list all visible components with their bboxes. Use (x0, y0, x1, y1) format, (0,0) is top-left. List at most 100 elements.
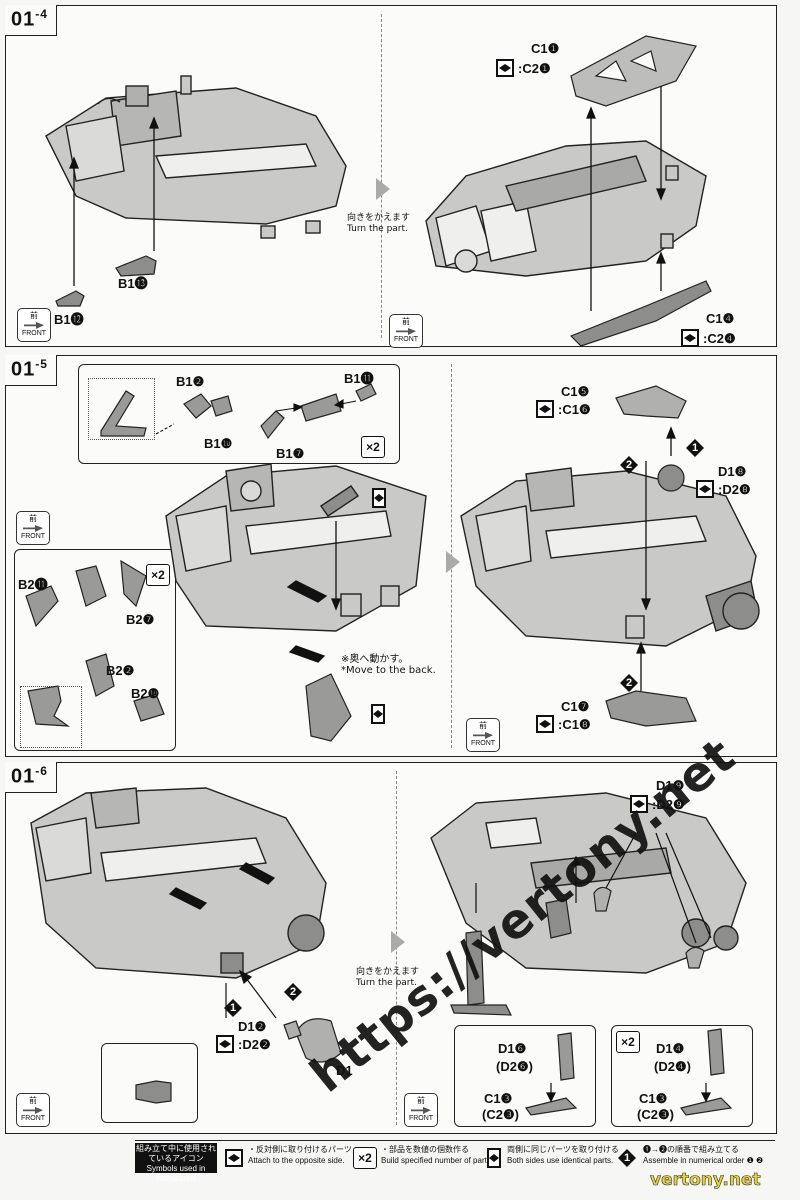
assembly-arrows-right (586, 86, 666, 311)
front-jp: 前 (30, 311, 38, 320)
step-order-1-icon: 1 (224, 999, 242, 1017)
front-jp: 前 (29, 514, 37, 523)
label-c1-5: C1❺ (561, 384, 590, 399)
step-01-5-panel: 01-5 (5, 355, 777, 757)
detail-dotbox (88, 378, 155, 440)
legend-quantity-en: Build specified number of parts. (381, 1156, 494, 1165)
part-c1-1-frame (570, 35, 697, 107)
ship-top-view-4 (30, 787, 327, 979)
mirror-part-icon (696, 480, 714, 498)
step-subnumber: 4 (40, 7, 48, 21)
label-c1-7: C1❼ (561, 699, 590, 714)
legend-quantity: ・部品を数値の個数作る Build specified number of pa… (381, 1144, 493, 1166)
label-d2-2: :D2❷ (238, 1037, 271, 1052)
part-d1-2 (283, 1018, 342, 1063)
mirror-part-icon (536, 715, 554, 733)
assembly-arrows-8 (475, 832, 712, 1103)
assembly-arrows-5 (286, 521, 341, 663)
front-jp: 前 (479, 721, 487, 730)
legend-mirror-en: Attach to the opposite side. (248, 1156, 345, 1165)
label-b1-12: B1⓬ (54, 312, 84, 327)
label-c1-1: C1❶ (531, 41, 560, 56)
ship-top-view-3 (460, 467, 760, 647)
step-order-1-icon: 1 (618, 1149, 636, 1167)
label-d1-8: D1❽ (718, 464, 747, 479)
legend-both-jp: 両側に同じパーツを取り付ける (507, 1145, 619, 1154)
front-arrow-icon (23, 1107, 43, 1114)
step-01-5-title: 01-5 (5, 355, 57, 386)
step-01-6-panel: 01-6 (5, 762, 777, 1134)
part-b1-12 (55, 290, 85, 307)
subassembly-b2-parts (25, 559, 352, 742)
label-d2-9: :D2❾ (652, 797, 685, 812)
legend-mirror: ・反対側に取り付けるパーツ Attach to the opposite sid… (248, 1144, 352, 1166)
move-note-jp: ※奥へ動かす。 (341, 654, 409, 665)
subassembly-b1-arrows (155, 399, 357, 435)
label-b2-10: B2❿ (131, 686, 160, 701)
quantity-x2-badge: ×2 (616, 1031, 640, 1053)
detail-dotbox (20, 686, 82, 748)
step-number: 01 (11, 358, 36, 381)
label-b2-11: B2⓫ (18, 577, 48, 592)
front-jp: 前 (29, 1096, 37, 1105)
legend-title-en: Symbols used in instructions (146, 1164, 206, 1183)
label-d2-4: (D2❹) (654, 1059, 691, 1074)
label-b1-10: B1❿ (204, 436, 233, 451)
step-order-2-icon: 2 (620, 456, 638, 474)
label-c1-3: C1❸ (639, 1091, 668, 1106)
legend-both-sides: 両側に同じパーツを取り付ける Both sides use identical … (507, 1144, 619, 1166)
legend-order-jp: ❶→❷の順番で組み立てる (643, 1145, 739, 1154)
label-c2-3: (C2❸) (637, 1107, 674, 1122)
step-01-4-title: 01-4 (5, 5, 57, 36)
gear-legs (450, 886, 705, 1016)
both-sides-icon (372, 488, 386, 508)
front-indicator: 前 FRONT (17, 308, 51, 342)
step-01-6-drawing (30, 787, 747, 1116)
mirror-part-icon (536, 400, 554, 418)
watermark-site: vertony.net (650, 1170, 761, 1191)
ship-top-view (45, 75, 347, 239)
turn-arrow-icon (376, 178, 390, 200)
front-jp: 前 (417, 1096, 425, 1105)
turn-arrow-icon (391, 931, 405, 953)
legend-order: ❶→❷の順番で組み立てる Assemble in numerical order… (643, 1144, 763, 1166)
both-sides-icon (487, 1148, 501, 1168)
turn-note-en: Turn the part. (356, 978, 417, 988)
turn-note: 向きをかえます Turn the part. (356, 967, 419, 989)
label-b1-7: B1❼ (276, 446, 305, 461)
step-01-4-panel: 01-4 (5, 5, 777, 348)
subassembly-b1-parts (100, 383, 377, 440)
turn-note-jp: 向きをかえます (356, 967, 420, 977)
part-b1-13 (115, 255, 157, 277)
assembly-arrows-left (69, 116, 159, 286)
mirror-part-icon (216, 1035, 234, 1053)
label-c2-1: :C2❶ (518, 61, 551, 76)
mirror-part-icon (225, 1149, 243, 1167)
step-number: 01 (11, 8, 36, 31)
label-c1-6: :C1❻ (558, 402, 591, 417)
label-c1-4: C1❹ (706, 311, 735, 326)
label-c2-3: (C2❸) (482, 1107, 519, 1122)
front-en: FRONT (20, 533, 46, 540)
subassembly-b1-inset (78, 364, 400, 464)
slide-arrows (168, 862, 276, 910)
mirror-part-icon (496, 59, 514, 77)
quantity-x2-badge: ×2 (146, 564, 170, 586)
label-c1-8: :C1❽ (558, 717, 591, 732)
label-c2-4: :C2❹ (703, 331, 736, 346)
part-c1-5 (615, 385, 687, 419)
front-en: FRONT (21, 330, 47, 337)
step-subnumber: 5 (40, 357, 48, 371)
ship-top-view-2 (165, 463, 427, 632)
legend-mirror-jp: ・反対側に取り付けるパーツ (248, 1145, 352, 1154)
front-jp: 前 (402, 317, 410, 326)
legend-quantity-jp: ・部品を数値の個数作る (381, 1145, 469, 1154)
front-indicator: 前 FRONT (16, 511, 50, 545)
turn-note: 向きをかえます Turn the part. (347, 213, 410, 235)
legend-both-en: Both sides use identical parts. (507, 1156, 614, 1165)
step-order-2-icon: 2 (620, 674, 638, 692)
step-01-5-drawing (25, 383, 760, 742)
